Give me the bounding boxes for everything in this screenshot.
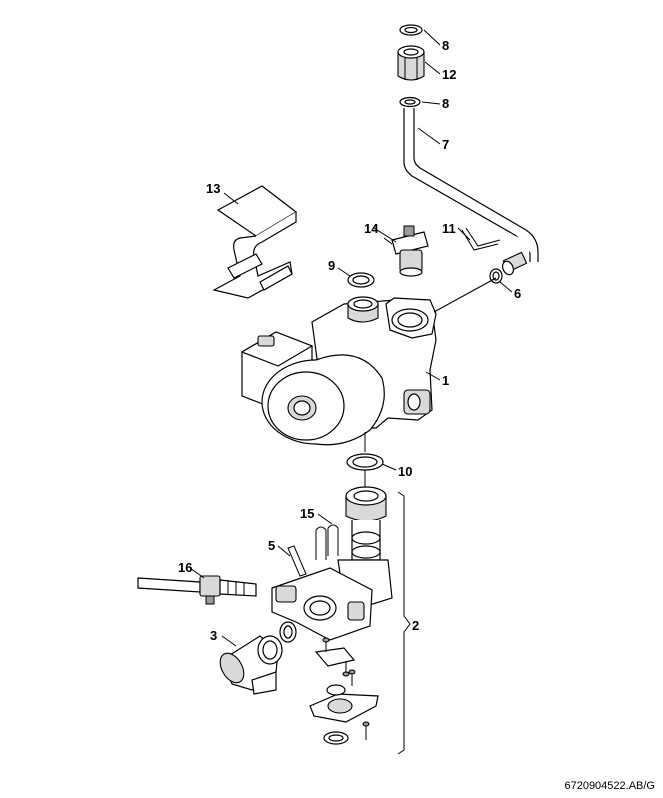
retaining-plate-lower (309, 669, 379, 740)
callout-2: 2 (412, 618, 419, 633)
part-16-sensor (137, 575, 257, 605)
leader-lines (189, 29, 513, 647)
part-13-bracket-clip (212, 185, 298, 299)
drawing-reference-code: 6720904522.AB/G (564, 780, 655, 792)
callout-3: 3 (210, 628, 217, 643)
part-8-washer-lower (399, 96, 421, 108)
part-9-o-ring (347, 272, 375, 288)
part-11-wire-clip (461, 227, 501, 251)
o-ring-small (279, 621, 297, 643)
callout-10: 10 (398, 464, 412, 479)
part-8-washer-top (399, 24, 423, 36)
part-12-union-nut (397, 45, 425, 81)
part-6-o-ring (489, 268, 503, 284)
callout-14: 14 (364, 221, 379, 236)
callout-6: 6 (514, 286, 521, 301)
part-10-seal (346, 432, 384, 490)
part-7-connecting-pipe (403, 108, 539, 276)
callout-15: 15 (300, 506, 314, 521)
bottom-seal (323, 731, 349, 745)
part-15-u-clips (315, 524, 339, 560)
group-2-bracket (397, 491, 411, 755)
callout-5: 5 (268, 538, 275, 553)
pipe-end-fitting (501, 251, 528, 276)
callout-8-top: 8 (442, 38, 449, 53)
callout-11: 11 (442, 221, 456, 236)
retaining-plate-upper (314, 637, 356, 677)
part-14-air-vent (383, 225, 429, 277)
callout-13: 13 (206, 181, 220, 196)
callout-12: 12 (442, 67, 456, 82)
callout-8-lower: 8 (442, 96, 449, 111)
part-3-elbow-fitting (219, 635, 283, 695)
part-5-clip (287, 545, 307, 577)
part-2-hydraulic-assembly (271, 486, 393, 641)
callout-9: 9 (328, 258, 335, 273)
callout-7: 7 (442, 137, 449, 152)
callout-1: 1 (442, 373, 449, 388)
part-1-circulating-pump (240, 296, 437, 446)
callout-16: 16 (178, 560, 192, 575)
